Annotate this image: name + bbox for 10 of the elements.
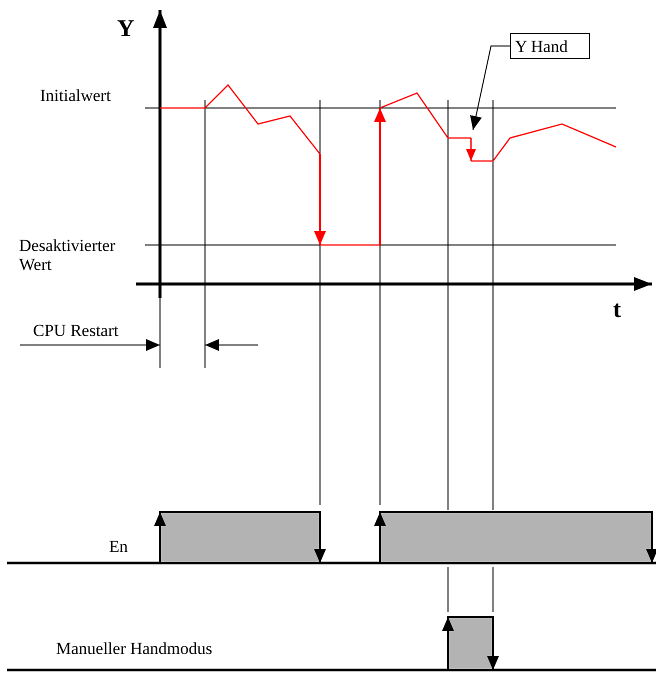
leader-line xyxy=(470,46,510,130)
interval-label: CPU Restart xyxy=(33,321,118,340)
axis-label: Y xyxy=(117,16,134,42)
value-label: Initialwert xyxy=(40,86,111,105)
label-box: Y Hand xyxy=(510,33,590,59)
signal-label: Manueller Handmodus xyxy=(56,639,212,658)
axis-label: t xyxy=(613,297,621,323)
value-label: Desaktivierter Wert xyxy=(19,236,116,274)
signal-label: En xyxy=(109,537,128,556)
signal-curve xyxy=(160,84,616,246)
